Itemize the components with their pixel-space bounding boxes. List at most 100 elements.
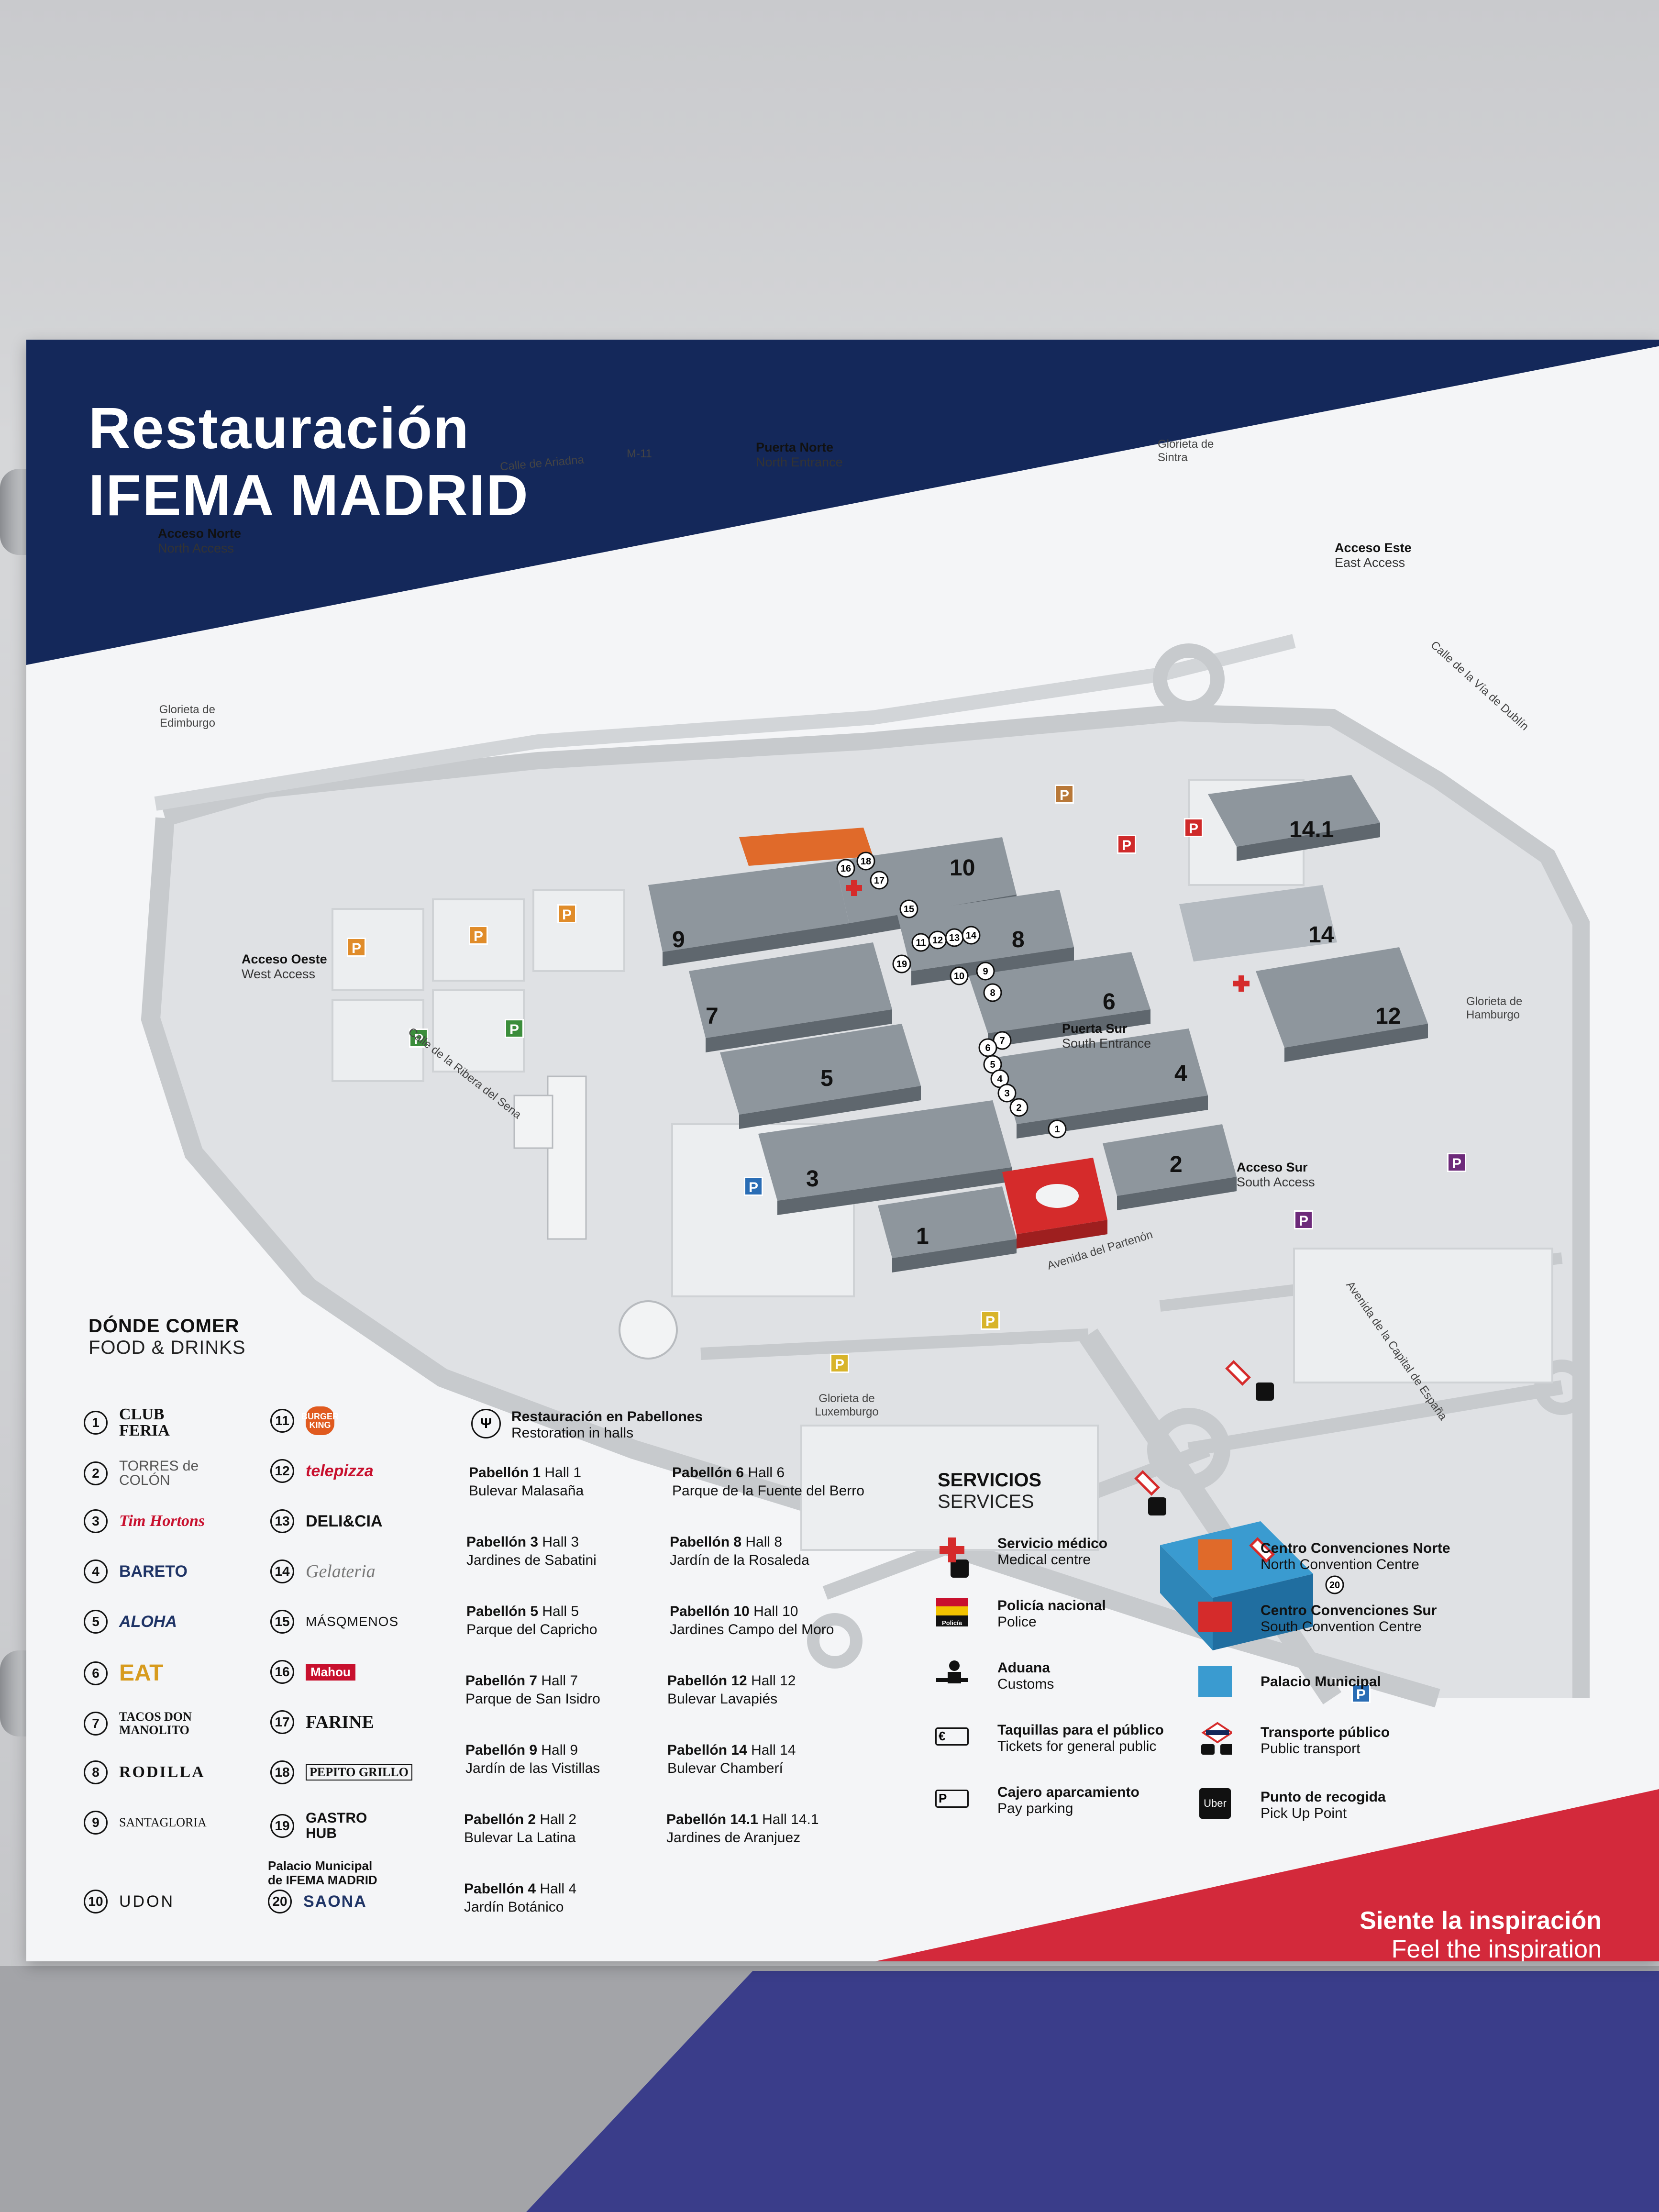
food-number: 19 [270,1814,294,1838]
svg-text:3: 3 [1004,1088,1009,1099]
brand-name: PEPITO GRILLO [306,1764,412,1781]
parking-icon: P [469,926,488,945]
service-name-en: South Convention Centre [1261,1619,1422,1635]
south-access-en: South Access [1237,1175,1315,1189]
sign-board: Restauración IFEMA MADRID [26,340,1659,1961]
svg-text:13: 13 [949,933,960,943]
ticket-office-icon: € [935,1722,969,1751]
south-access-es: Acceso Sur [1237,1160,1308,1174]
hall-3 [758,1100,1012,1215]
svg-text:12: 12 [932,935,943,946]
svg-text:7: 7 [999,1036,1005,1046]
hall-number-4: 4 [1174,1061,1187,1086]
north-access-label: Acceso Norte North Access [158,526,241,556]
pavilion-hall: Hall 4 [540,1881,577,1897]
parking-icon: P [1117,835,1136,854]
food-number: 18 [270,1760,294,1784]
food-number: 4 [84,1559,108,1583]
brand-name: CLUB FERIA [119,1405,170,1439]
hall-number-1: 1 [916,1224,929,1249]
service-name-es: Taquillas para el público [997,1722,1164,1738]
north-access-es: Acceso Norte [158,526,242,541]
service-name-en: Customs [997,1676,1054,1692]
east-access-es: Acceso Este [1335,541,1412,555]
food-number: 10 [84,1890,108,1913]
parking-area [532,889,625,972]
slogan: Siente la inspiración Feel the inspirati… [1360,1906,1602,1961]
parking-icon: P [1294,1210,1313,1229]
pavilion-name: Pabellón 1 [469,1465,541,1481]
pavilion-name: Pabellón 3 [466,1534,539,1550]
pavilion-place: Bulevar Malasaña [469,1483,584,1499]
street-label: M-11 [627,447,652,460]
pavilion-hall: Hall 8 [745,1534,783,1550]
parking-icon: P [505,1019,524,1038]
services-heading-es: SERVICIOS [938,1470,1042,1491]
pavilion-name: Pabellón 14.1 [666,1812,758,1827]
street-label: Glorieta de Sintra [1158,438,1214,464]
pavilion-name: Pabellón 4 [464,1881,536,1897]
pavilion-place: Jardines de Aranjuez [666,1830,801,1846]
pavilion-hall: Hall 3 [542,1534,579,1550]
svg-text:4: 4 [997,1074,1003,1084]
hall-14 [1179,885,1337,962]
food-number: 6 [84,1661,108,1685]
pavilion-name: Pabellón 10 [670,1604,750,1619]
pavilion-name: Pabellón 8 [670,1534,742,1550]
food-number: 2 [84,1461,108,1485]
road [700,1328,1089,1360]
pavilion-name: Pabellón 6 [672,1465,744,1481]
brand-name: SANTAGLORIA [119,1815,207,1829]
food-number: 13 [270,1509,294,1533]
slogan-en: Feel the inspiration [1391,1936,1602,1961]
pavilion-place: Jardín de las Vistillas [465,1760,600,1776]
food-number: 12 [270,1459,294,1483]
palacio-note: Palacio Municipal de IFEMA MADRID [268,1858,377,1887]
hall-number-14-1: 14.1 [1289,817,1334,842]
west-access-en: West Access [242,967,316,981]
hall-14-1 [1208,775,1380,861]
venue-map: 9 10 7 8 5 6 3 4 1 2 14.1 14 12 [108,438,1648,1717]
service-name-es: Cajero aparcamiento [997,1784,1139,1800]
service-name-es: Servicio médico [997,1536,1108,1551]
food-item-19: 19 GASTRO HUB [270,1810,367,1841]
service-name-en: Medical centre [997,1552,1091,1568]
hall-2 [1103,1124,1237,1210]
service-name-es: Policía nacional [997,1598,1106,1614]
parking-icon: P [347,938,366,957]
food-number: 11 [270,1409,294,1433]
pavilion-name: Pabellón 9 [465,1742,538,1758]
south-access-label: Acceso Sur South Access [1237,1160,1315,1190]
hall-number-3: 3 [806,1166,819,1192]
food-heading-es: DÓNDE COMER [88,1316,240,1337]
police-icon-label: Policía [936,1598,968,1626]
pavilion-place: Jardines Campo del Moro [670,1622,834,1637]
hall-number-8: 8 [1012,927,1025,952]
food-heading: DÓNDE COMER FOOD & DRINKS [88,1316,246,1359]
brand-name: GASTRO HUB [306,1810,367,1841]
hall-number-12: 12 [1375,1004,1401,1029]
title-line-2: IFEMA MADRID [88,463,529,528]
pavilion-place: Bulevar Lavapiés [667,1691,778,1707]
food-item-9: 9 SANTAGLORIA [84,1811,207,1835]
bus-icon [951,1559,969,1578]
north-convention-swatch [1198,1539,1232,1570]
food-number: 9 [84,1811,108,1835]
